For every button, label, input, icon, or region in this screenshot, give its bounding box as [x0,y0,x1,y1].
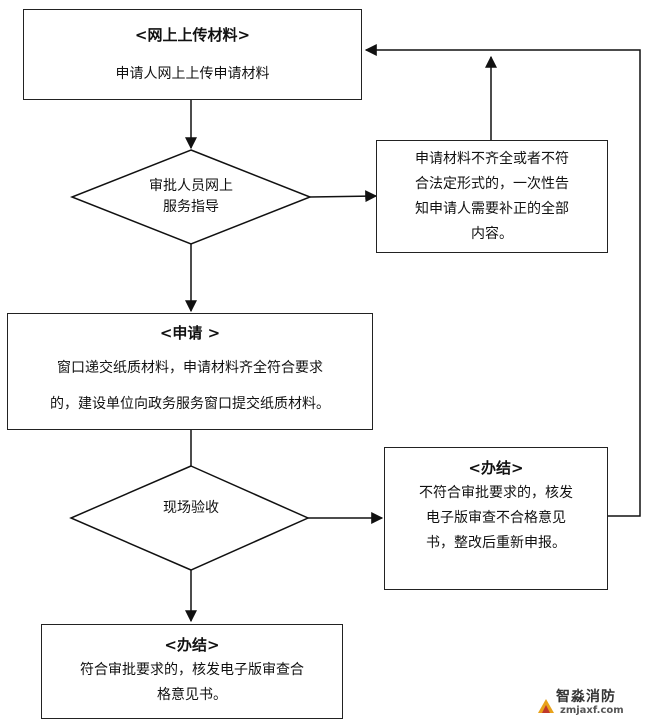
notice-line-4: 内容。 [471,226,513,242]
brand-site: zmjaxf.com [560,705,624,716]
guide-line-2: 服务指导 [163,199,219,215]
arrow-guide-to-notice [309,190,378,203]
apply-line-1: 窗口递交纸质材料，申请材料齐全符合要求 [57,360,323,376]
apply-title: <申请 > [159,324,221,342]
upload-text: 申请人网上上传申请材料 [115,66,270,82]
reject-title: <办结> [468,459,524,477]
notice-box: 申请材料不齐全或者不符 合法定形式的，一次性告 知申请人需要补正的全部 内容。 [376,140,608,253]
approve-line-2: 格意见书。 [157,687,227,703]
inspect-label: 现场验收 [163,500,219,516]
notice-line-3: 知申请人需要补正的全部 [415,201,569,217]
reject-box: <办结> 不符合审批要求的，核发 电子版审查不合格意见 书，整改后重新申报。 [384,447,608,590]
approve-title: <办结> [164,636,220,654]
apply-line-2: 的，建设单位向政务服务窗口提交纸质材料。 [50,396,330,412]
guide-line-1: 审批人员网上 [149,178,233,194]
approve-box: <办结> 符合审批要求的，核发电子版审查合 格意见书。 [41,624,343,719]
notice-line-1: 申请材料不齐全或者不符 [415,151,569,167]
reject-line-1: 不符合审批要求的，核发 [419,485,573,501]
brand-name: 智淼消防 [556,689,616,705]
reject-line-3: 书，整改后重新申报。 [426,535,566,551]
upload-title: <网上上传材料> [134,26,251,44]
brand-logo-icon [538,699,554,713]
apply-box: <申请 > 窗口递交纸质材料，申请材料齐全符合要求 的，建设单位向政务服务窗口提… [7,313,373,430]
upload-box: <网上上传材料> 申请人网上上传申请材料 [23,9,362,100]
approve-line-1: 符合审批要求的，核发电子版审查合 [80,662,304,678]
notice-line-2: 合法定形式的，一次性告 [415,176,569,192]
reject-line-2: 电子版审查不合格意见 [426,510,566,526]
arrow-reject-to-upload [364,44,641,517]
guide-label: 审批人员网上 服务指导 [120,176,262,218]
